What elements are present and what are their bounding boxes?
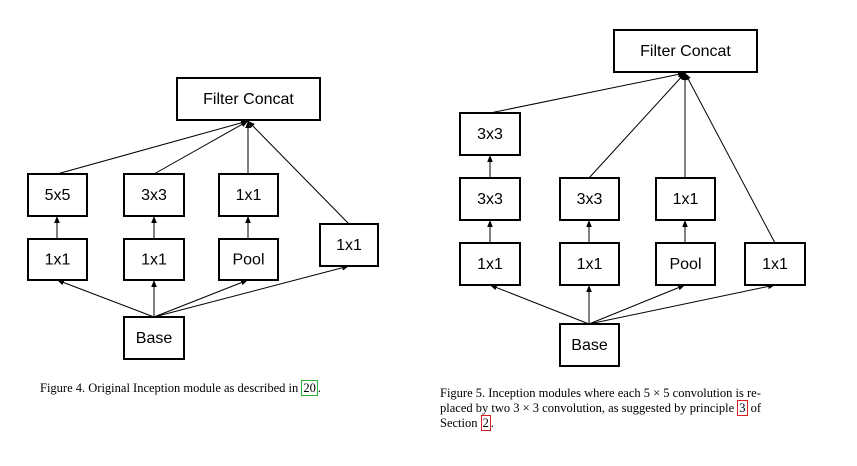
figure5-filter-concat-box: Filter Concat (613, 29, 758, 73)
node-box (459, 177, 521, 221)
figure5-conv1x1-box: 1x1 (655, 177, 716, 221)
figure5-caption: Figure 5. Inception modules where each 5… (440, 386, 835, 431)
figure5-conv1x1-reduce-box: 1x1 (559, 242, 620, 286)
figure4-caption: Figure 4. Original Inception module as d… (40, 380, 400, 396)
node-label: 3x3 (141, 187, 167, 204)
node-box (459, 112, 521, 156)
node-box (123, 173, 185, 217)
caption-line-1: Figure 5. Inception modules where each 5… (440, 386, 761, 400)
figure4-filter-concat-box: Filter Concat (176, 77, 321, 121)
node-box (218, 173, 279, 217)
node-box (123, 316, 185, 360)
arrow-edge (153, 279, 249, 318)
node-label: 1x1 (577, 256, 603, 273)
caption-text: placed by two 3 × 3 convolution, as sugg… (440, 401, 738, 415)
node-box (559, 242, 620, 286)
figure4-conv5x5-box: 5x5 (27, 173, 88, 217)
figure5-conv1x1-reduce-box: 1x1 (459, 242, 521, 286)
node-label: Filter Concat (640, 43, 731, 60)
node-box (27, 238, 88, 281)
figure4-conv1x1-reduce-box: 1x1 (123, 238, 185, 281)
caption-line-2: placed by two 3 × 3 convolution, as sugg… (440, 400, 835, 416)
figure4-base-box: Base (123, 316, 185, 360)
arrow-edge (489, 71, 686, 114)
principle-link[interactable]: 3 (737, 400, 748, 416)
arrow-edge (588, 72, 686, 179)
node-label: Base (136, 330, 173, 347)
edges (54, 71, 776, 325)
section-link[interactable]: 2 (480, 415, 491, 431)
node-box (559, 177, 620, 221)
node-box (613, 29, 758, 73)
node-box (176, 77, 321, 121)
arrow-edge (56, 279, 155, 318)
caption-line-3: Section 2. (440, 415, 835, 431)
citation-link[interactable]: 20 (301, 380, 318, 396)
node-label: Filter Concat (203, 91, 294, 108)
arrow-edge (588, 283, 776, 325)
arrow-edge (684, 72, 776, 244)
figure4-conv1x1-box: 1x1 (218, 173, 279, 217)
node-box (655, 242, 716, 286)
node-label: 3x3 (477, 191, 503, 208)
arrow-edge (489, 284, 590, 325)
arrow-edge (56, 120, 249, 175)
figure5-conv1x1-single-box: 1x1 (744, 242, 806, 286)
node-label: 5x5 (45, 187, 71, 204)
caption-text: Section (440, 416, 481, 430)
node-box (559, 323, 620, 367)
node-box (319, 223, 379, 267)
node-label: Pool (669, 256, 701, 273)
node-box (459, 242, 521, 286)
node-label: 3x3 (577, 191, 603, 208)
figure5-pool-box: Pool (655, 242, 716, 286)
figure5-conv3x3-box: 3x3 (459, 112, 521, 156)
arrow-edge (588, 284, 686, 325)
caption-text: Figure 4. Original Inception module as d… (40, 381, 302, 395)
figure5-base-box: Base (559, 323, 620, 367)
caption-text: . (490, 416, 494, 430)
figure4-conv1x1-single-box: 1x1 (319, 223, 379, 267)
figure4-conv1x1-reduce-box: 1x1 (27, 238, 88, 281)
node-label: 3x3 (477, 126, 503, 143)
node-label: 1x1 (673, 191, 699, 208)
node-label: 1x1 (477, 256, 503, 273)
figure5-conv3x3-box: 3x3 (559, 177, 620, 221)
node-label: 1x1 (45, 252, 71, 269)
figure4-pool-box: Pool (218, 238, 279, 281)
node-box (123, 238, 185, 281)
node-label: Base (571, 337, 608, 354)
node-box (27, 173, 88, 217)
figure4-conv3x3-box: 3x3 (123, 173, 185, 217)
arrow-edge (247, 120, 350, 225)
arrow-edge (153, 120, 249, 175)
node-label: 1x1 (336, 237, 362, 254)
caption-text: of (747, 401, 762, 415)
caption-text: . (317, 381, 322, 395)
node-box (744, 242, 806, 286)
node-box (655, 177, 716, 221)
node-label: 1x1 (236, 187, 262, 204)
node-label: 1x1 (141, 252, 167, 269)
arrow-edge (153, 265, 350, 318)
figure5-conv3x3-box: 3x3 (459, 177, 521, 221)
node-label: Pool (232, 252, 264, 269)
node-box (218, 238, 279, 281)
node-label: 1x1 (762, 256, 788, 273)
